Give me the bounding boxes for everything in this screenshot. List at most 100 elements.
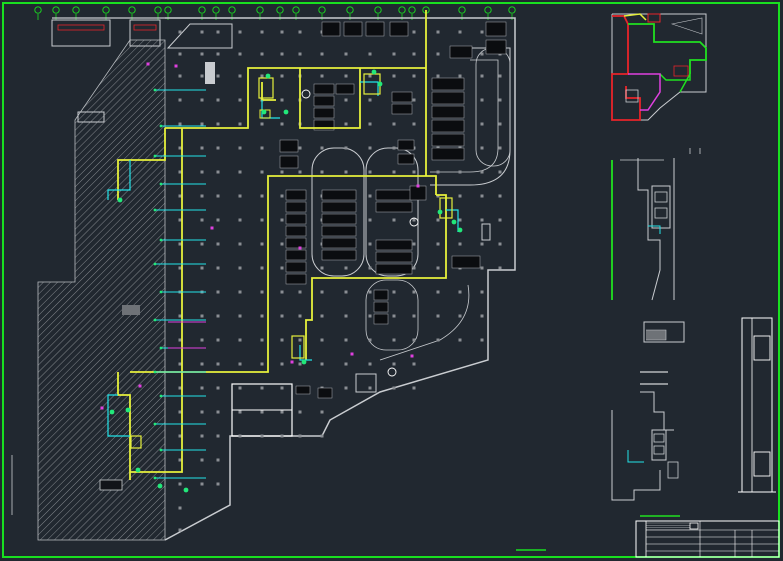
structural-column — [200, 338, 204, 342]
riser-1-wall-a — [637, 158, 661, 301]
structural-column — [368, 74, 372, 78]
parking-bay — [285, 249, 307, 261]
structural-column — [368, 338, 372, 342]
structural-column — [298, 170, 302, 174]
structural-column — [480, 266, 484, 270]
structural-column — [368, 362, 372, 366]
structural-column — [498, 74, 502, 78]
structural-column — [216, 98, 220, 102]
valve-marker — [125, 407, 131, 413]
structural-column — [392, 338, 396, 342]
branch-pipe-e — [261, 100, 280, 119]
parking-bay — [409, 185, 427, 201]
structural-column — [480, 146, 484, 150]
structural-column — [498, 122, 502, 126]
parking-bay — [321, 201, 357, 213]
riser-2-equipment-top — [643, 321, 685, 343]
riser-1-equipment — [651, 185, 671, 229]
structural-column — [280, 74, 284, 78]
structural-column — [412, 362, 416, 366]
parking-bay — [321, 21, 341, 37]
structural-column — [216, 218, 220, 222]
valve-marker — [135, 467, 141, 473]
structural-column — [216, 170, 220, 174]
parking-bay — [373, 289, 389, 301]
structural-column — [178, 146, 182, 150]
branch-stub-end — [159, 124, 163, 128]
structural-column — [392, 170, 396, 174]
parking-bay — [335, 83, 355, 95]
structural-column — [260, 266, 264, 270]
marker-point — [100, 406, 104, 410]
structural-column — [368, 194, 372, 198]
structural-column — [480, 122, 484, 126]
structural-column — [238, 122, 242, 126]
structural-column — [178, 170, 182, 174]
structural-column — [298, 290, 302, 294]
valve-marker — [377, 81, 383, 87]
parking-bay — [375, 189, 413, 201]
parking-bay — [285, 261, 307, 273]
structural-column — [392, 74, 396, 78]
structural-column — [260, 30, 264, 34]
structural-column — [498, 194, 502, 198]
floor-drain — [409, 217, 419, 227]
structural-column — [178, 314, 182, 318]
structural-column — [458, 314, 462, 318]
valve-markers — [100, 62, 463, 493]
structural-column — [436, 290, 440, 294]
structural-column — [216, 266, 220, 270]
structural-column — [260, 170, 264, 174]
structural-column — [344, 266, 348, 270]
structural-column — [200, 98, 204, 102]
structural-column — [216, 290, 220, 294]
structural-column — [238, 52, 242, 56]
branch-stub-end — [153, 154, 157, 158]
structural-column — [458, 218, 462, 222]
axis-bubble — [102, 6, 110, 14]
structural-column — [200, 52, 204, 56]
axis-bubble — [408, 6, 416, 14]
main-pipe-box-a — [261, 82, 276, 101]
branch-stub-end — [159, 182, 163, 186]
parking-bay — [431, 133, 465, 147]
riser-2-wall-b — [611, 410, 661, 501]
riser-2-pump-b — [653, 445, 665, 455]
title-block-grid — [646, 522, 690, 531]
structural-column — [280, 98, 284, 102]
structural-column — [298, 410, 302, 414]
structural-column — [458, 242, 462, 246]
parking-bay — [397, 153, 415, 165]
parking-bay — [321, 189, 357, 201]
parking-bay — [321, 225, 357, 237]
structural-column — [368, 122, 372, 126]
marker-point — [290, 360, 294, 364]
structural-column — [480, 290, 484, 294]
stair-core-3 — [99, 479, 123, 491]
valve-marker — [157, 483, 163, 489]
structural-column — [480, 314, 484, 318]
structural-column — [216, 434, 220, 438]
structural-column — [178, 194, 182, 198]
axis-bubble — [198, 6, 206, 14]
structural-column — [412, 122, 416, 126]
parking-bay — [431, 147, 465, 161]
valve-marker — [437, 209, 443, 215]
structural-column — [280, 122, 284, 126]
structural-column — [458, 194, 462, 198]
branch-stub-end — [159, 238, 163, 242]
structural-column — [498, 146, 502, 150]
branch-stub-end — [159, 394, 163, 398]
main-pipe-network — [117, 10, 447, 480]
branch-stubs — [153, 88, 206, 480]
structural-column — [280, 218, 284, 222]
structural-column — [280, 242, 284, 246]
structural-column — [480, 218, 484, 222]
structural-column — [412, 74, 416, 78]
parking-bay — [375, 201, 413, 213]
branch-stub-end — [153, 318, 157, 322]
parking-bay — [285, 237, 307, 249]
structural-column — [368, 314, 372, 318]
